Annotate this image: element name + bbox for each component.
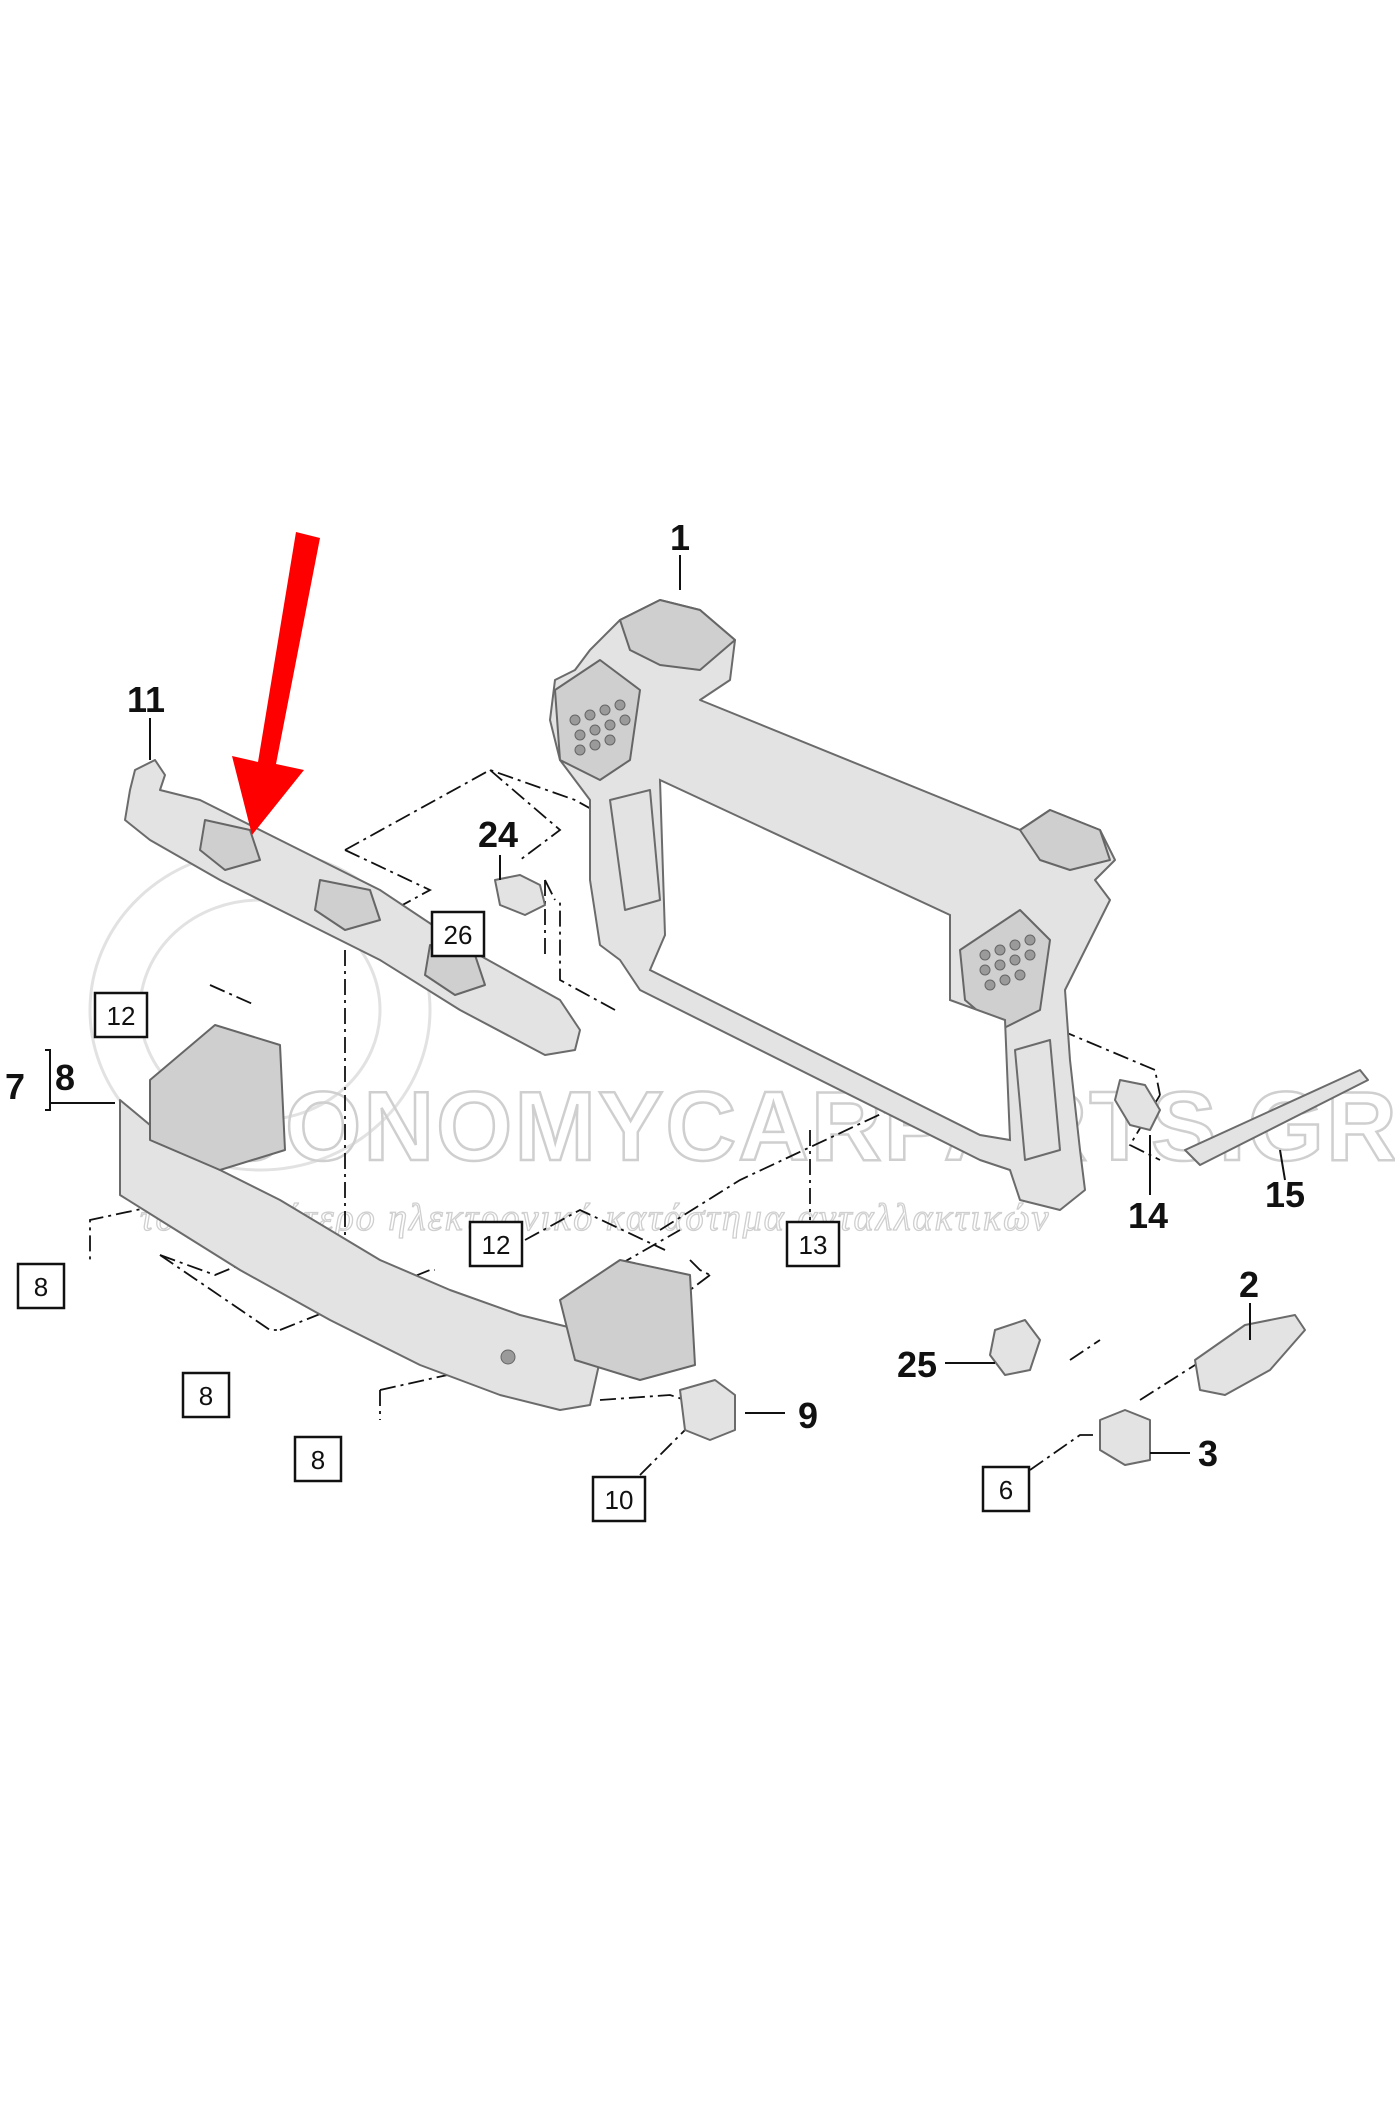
leader-lines bbox=[45, 555, 1286, 1454]
clip-24 bbox=[494, 874, 546, 916]
svg-text:8: 8 bbox=[34, 1272, 48, 1302]
callout-15: 15 bbox=[1265, 1174, 1305, 1215]
box-label-13: 13 bbox=[785, 1220, 841, 1268]
box-label-8: 8 bbox=[293, 1435, 343, 1483]
boxed-labels: 6 8 8 8 8 10 12 12 12 bbox=[16, 910, 1031, 1523]
frame-honeycomb-right bbox=[979, 934, 1036, 991]
bumper-reinforcement-beam bbox=[119, 1024, 696, 1411]
callout-2: 2 bbox=[1239, 1264, 1259, 1305]
svg-text:6: 6 bbox=[999, 1475, 1013, 1505]
radiator-support-frame bbox=[549, 599, 1116, 1211]
bracket-3 bbox=[1099, 1409, 1151, 1466]
frame-honeycomb-left bbox=[569, 699, 631, 756]
svg-text:12: 12 bbox=[107, 1001, 136, 1031]
box-label-8: 8 bbox=[16, 1262, 66, 1310]
box-label-26: 26 bbox=[430, 910, 486, 958]
callout-1: 1 bbox=[670, 517, 690, 558]
svg-text:10: 10 bbox=[605, 1485, 634, 1515]
svg-text:8: 8 bbox=[311, 1445, 325, 1475]
strip-15 bbox=[1184, 1069, 1369, 1166]
svg-text:13: 13 bbox=[799, 1230, 828, 1260]
box-label-6: 6 bbox=[981, 1465, 1031, 1513]
bracket-9 bbox=[679, 1379, 736, 1441]
callout-14: 14 bbox=[1128, 1195, 1168, 1236]
bracket-2 bbox=[1194, 1314, 1306, 1396]
box-label-12: 12 bbox=[468, 1220, 524, 1268]
box-label-12: 12 bbox=[93, 991, 149, 1039]
bracket-14 bbox=[1114, 1079, 1161, 1131]
box-label-8: 8 bbox=[181, 1371, 231, 1419]
callout-11: 11 bbox=[127, 679, 165, 720]
watermark-brand: ECONOMYCARPARTS.GR bbox=[145, 1071, 1395, 1181]
callout-7: 7 bbox=[5, 1066, 25, 1107]
svg-text:8: 8 bbox=[199, 1381, 213, 1411]
callout-24: 24 bbox=[478, 814, 518, 855]
callout-8: 8 bbox=[55, 1057, 75, 1098]
callout-3: 3 bbox=[1198, 1433, 1218, 1474]
box-label-10: 10 bbox=[591, 1475, 647, 1523]
callout-9: 9 bbox=[798, 1395, 818, 1436]
clip-25 bbox=[989, 1319, 1041, 1376]
svg-text:26: 26 bbox=[444, 920, 473, 950]
callout-25: 25 bbox=[897, 1344, 937, 1385]
highlight-arrow bbox=[232, 532, 320, 835]
svg-text:12: 12 bbox=[482, 1230, 511, 1260]
callout-numbers: 1 2 3 7 8 9 11 14 15 24 25 bbox=[5, 517, 1305, 1474]
assembly-lines bbox=[89, 769, 1206, 1476]
